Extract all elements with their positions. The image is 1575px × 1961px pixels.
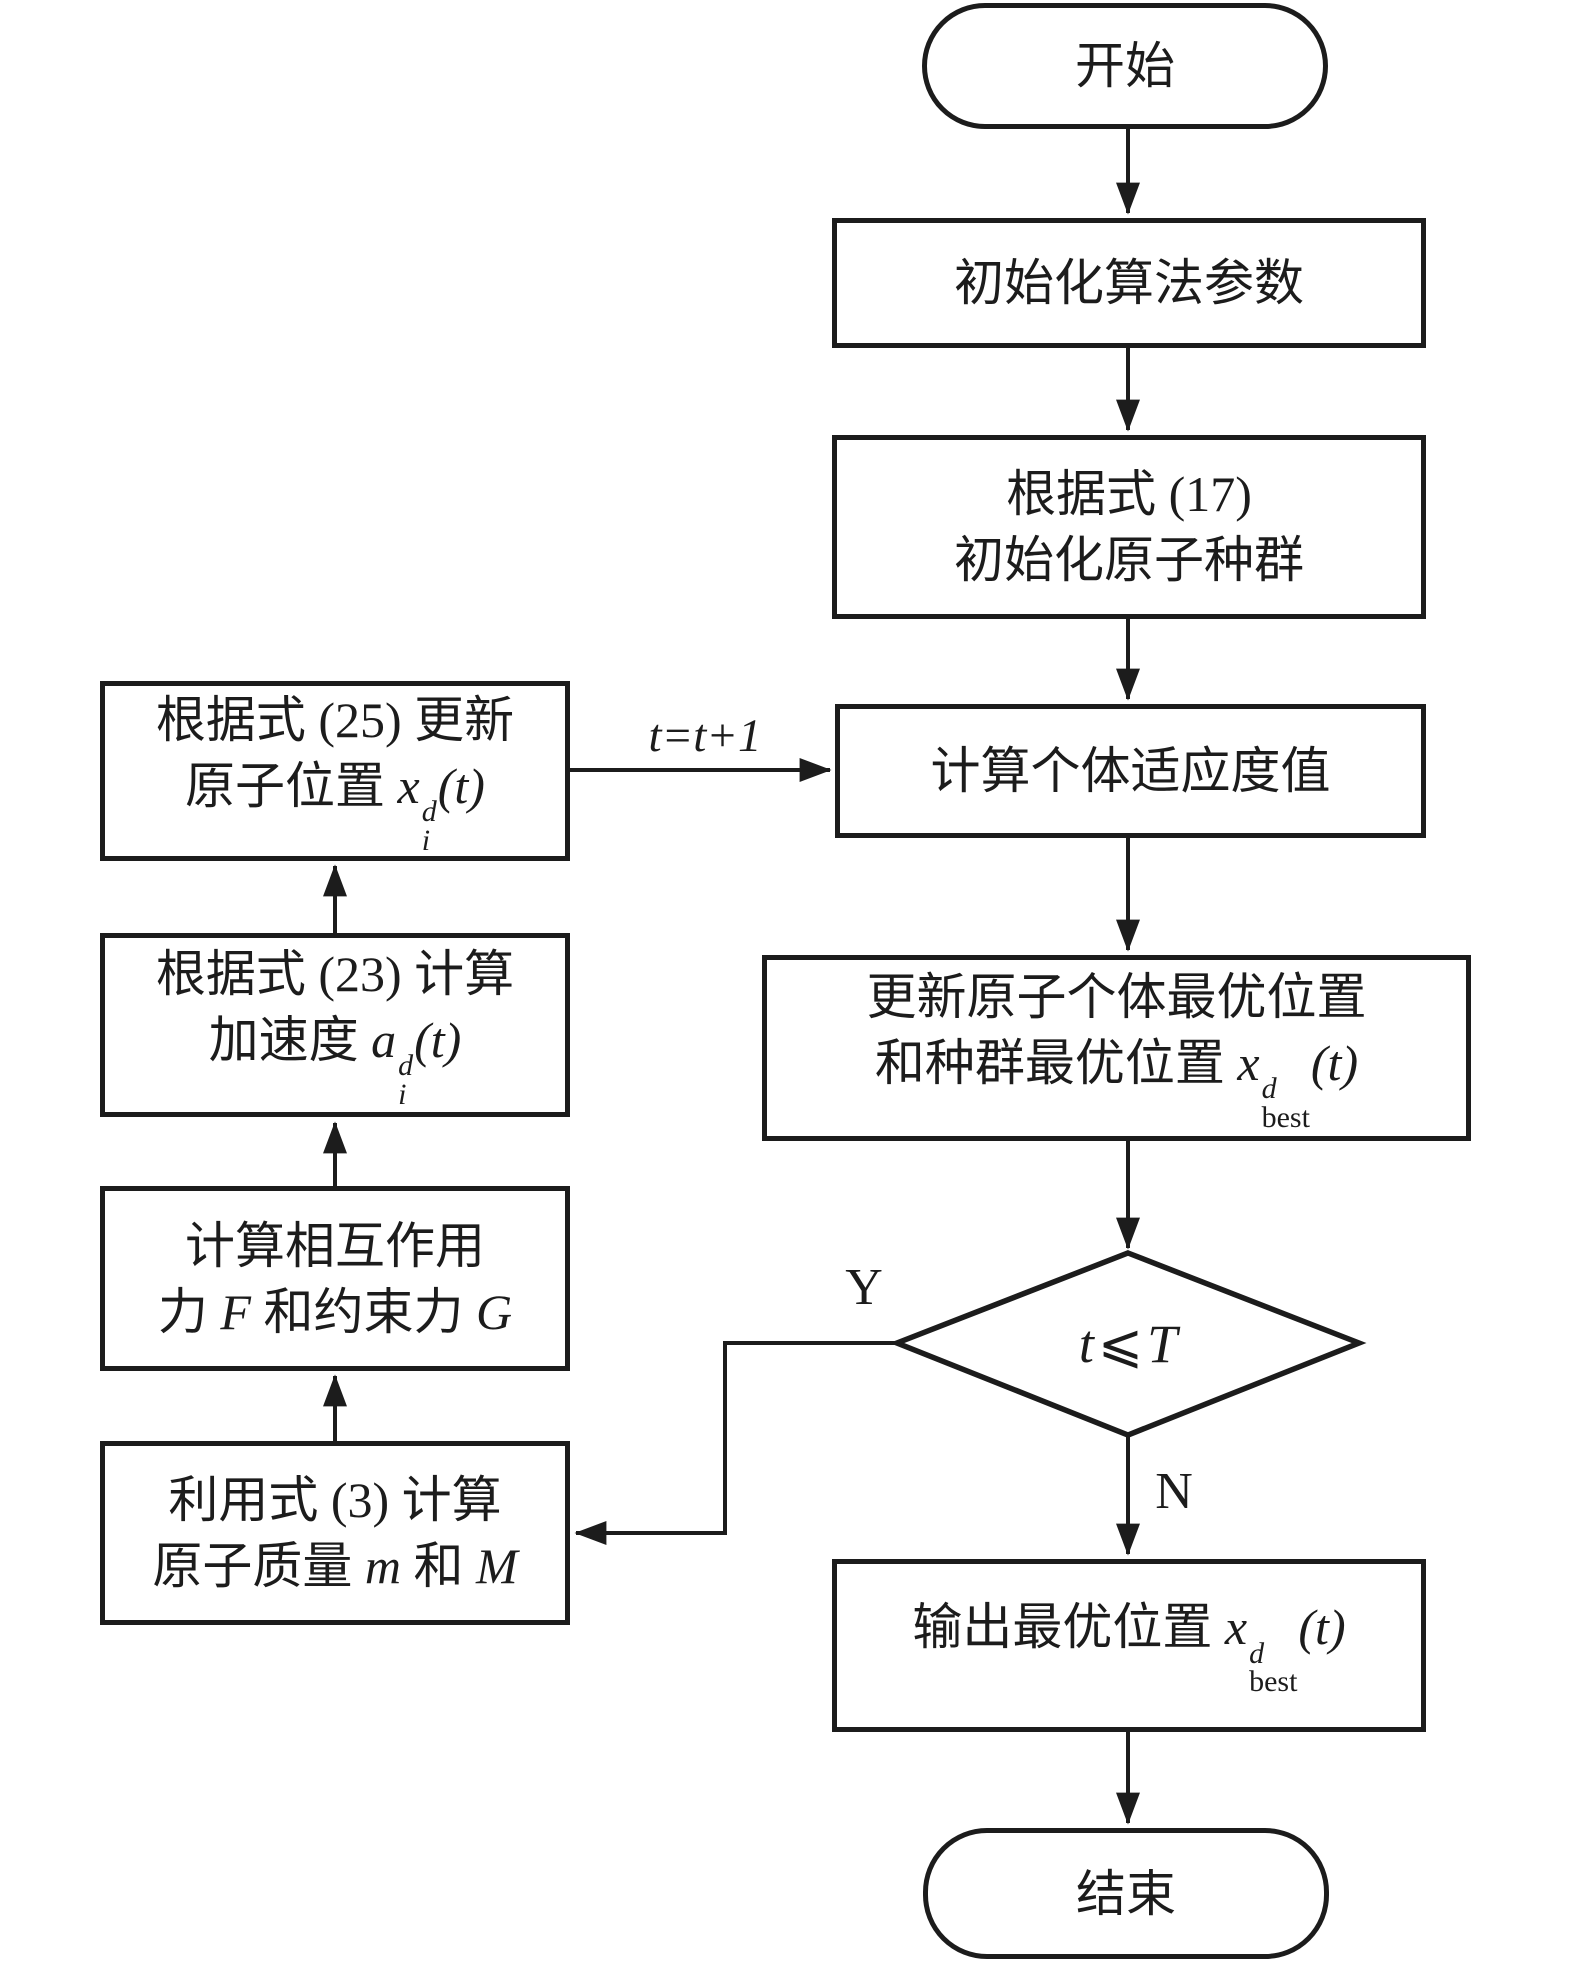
process-forces: 计算相互作用 力 F 和约束力 G — [100, 1186, 570, 1371]
update-best-line1: 更新原子个体最优位置 — [866, 968, 1367, 1025]
acceleration-line1: 根据式 (23) 计算 — [155, 945, 515, 1002]
end-terminal: 结束 — [923, 1828, 1329, 1959]
start-terminal: 开始 — [922, 3, 1328, 129]
process-mass: 利用式 (3) 计算 原子质量 m 和 M — [100, 1441, 570, 1625]
arrow-decision-yes-to-mass — [574, 1341, 897, 1545]
end-label: 结束 — [1076, 1865, 1176, 1922]
decision-diamond — [889, 1250, 1367, 1438]
leq-operator: ⩽ — [1097, 1312, 1144, 1375]
start-label: 开始 — [1075, 38, 1175, 94]
init-population-line2: 初始化原子种群 — [954, 532, 1304, 588]
process-init-population: 根据式 (17) 初始化原子种群 — [832, 435, 1426, 619]
forces-line2: 力 F 和约束力 G — [157, 1283, 513, 1340]
init-params-label: 初始化算法参数 — [954, 255, 1304, 311]
edge-label-increment: t=t+1 — [648, 710, 762, 762]
edge-label-no: N — [1155, 1463, 1193, 1520]
fitness-label: 计算个体适应度值 — [930, 743, 1331, 799]
mass-line2: 原子质量 m 和 M — [152, 1538, 518, 1594]
forces-line1: 计算相互作用 — [185, 1217, 485, 1274]
update-position-line1: 根据式 (25) 更新 — [155, 691, 515, 748]
init-population-line1: 根据式 (17) — [1006, 466, 1252, 522]
edge-label-yes: Y — [845, 1259, 883, 1316]
process-init-params: 初始化算法参数 — [832, 218, 1426, 348]
process-fitness: 计算个体适应度值 — [835, 704, 1426, 838]
mass-line1: 利用式 (3) 计算 — [168, 1472, 502, 1528]
decision-condition: t⩽T — [1078, 1312, 1178, 1375]
